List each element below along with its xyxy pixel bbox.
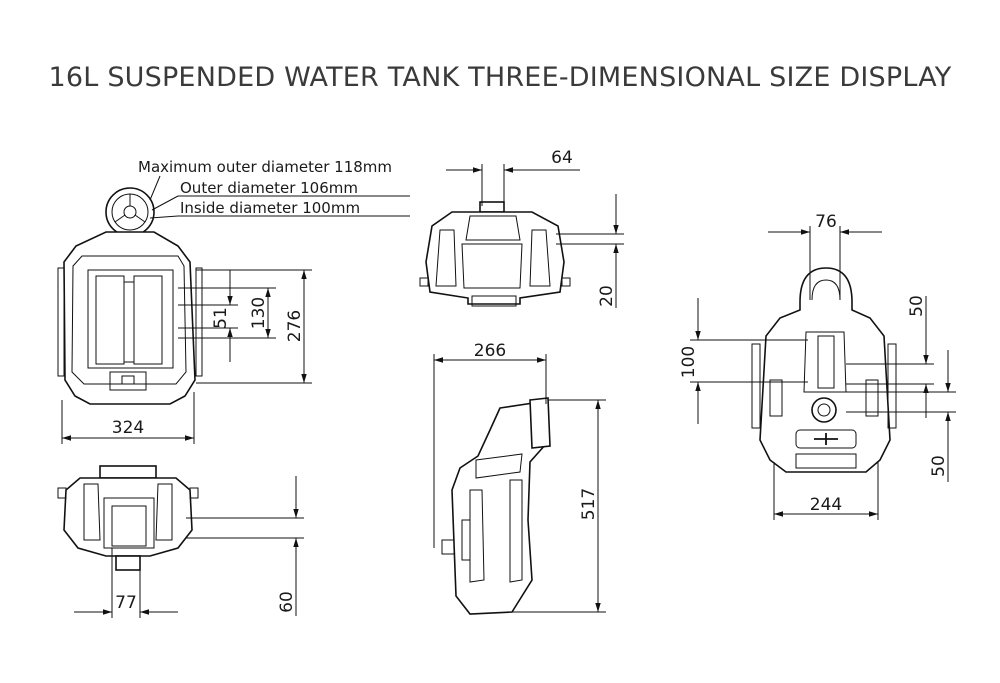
back-view: 76 100 50 50 244: [679, 212, 956, 520]
dim-bottom-width: 77: [115, 593, 137, 613]
callout-max-outer-diameter: Maximum outer diameter 118mm: [138, 158, 392, 176]
front-view: 324 276 130 51 Maximum outer diameter 11…: [57, 158, 410, 444]
dim-back-width: 244: [810, 495, 842, 515]
dim-back-right-lower: 50: [929, 455, 949, 477]
dim-back-top: 76: [815, 212, 837, 232]
dim-back-right-upper: 50: [907, 295, 927, 317]
dim-side-width: 266: [474, 341, 506, 361]
dim-bottom-height: 60: [277, 591, 297, 613]
dim-front-small: 51: [211, 307, 231, 329]
dim-back-left: 100: [679, 346, 699, 378]
dim-top-height: 20: [597, 285, 617, 307]
callout-inside-diameter: Inside diameter 100mm: [180, 199, 360, 217]
dim-side-height: 517: [579, 488, 599, 520]
page-title: 16L SUSPENDED WATER TANK THREE-DIMENSION…: [48, 62, 952, 93]
dim-front-width: 324: [112, 418, 144, 438]
top-view: 64 20: [419, 148, 624, 308]
dim-front-height: 276: [285, 310, 305, 342]
side-view: 266 517: [433, 341, 606, 615]
bottom-view: 77 60: [57, 465, 304, 618]
dim-front-inner: 130: [249, 297, 269, 329]
callout-outer-diameter: Outer diameter 106mm: [180, 179, 358, 197]
dim-top-width: 64: [551, 148, 573, 168]
